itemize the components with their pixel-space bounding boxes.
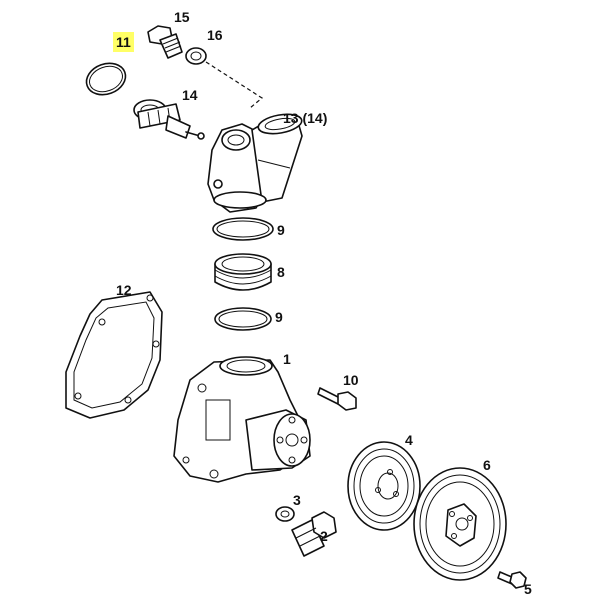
- callout-16: 16: [207, 27, 223, 43]
- part-12-gasket: [65, 291, 163, 419]
- callout-1: 1: [283, 351, 291, 367]
- callout-4: 4: [405, 432, 413, 448]
- part-15-plug-screw: [147, 25, 183, 59]
- part-13-thermostat-housing: [207, 113, 303, 213]
- part-11-o-ring: [85, 62, 127, 96]
- part-4-pulley: [347, 441, 421, 531]
- callout-10: 10: [343, 372, 359, 388]
- part-3-seal-ring: [275, 506, 295, 522]
- part-2-temperature-sender: [291, 511, 337, 557]
- callout-5: 5: [524, 581, 532, 597]
- callout-2: 2: [320, 528, 328, 544]
- callout-9-upper: 9: [277, 222, 285, 238]
- callout-14: 14: [182, 87, 198, 103]
- part-8-sleeve: [214, 253, 272, 291]
- part-6-vibration-damper: [413, 467, 507, 581]
- callout-3: 3: [293, 492, 301, 508]
- callout-9-lower: 9: [275, 309, 283, 325]
- part-9-lower-o-ring: [214, 307, 272, 331]
- part-10-bolt: [317, 387, 357, 411]
- part-9-upper-o-ring: [212, 217, 274, 241]
- part-16-washer: [185, 47, 207, 65]
- callout-8: 8: [277, 264, 285, 280]
- callout-11: 11: [113, 32, 134, 52]
- callout-11-highlight: 11: [113, 32, 134, 52]
- part-14-thermostat: [133, 99, 205, 140]
- part-1-water-pump: [173, 356, 311, 483]
- callout-15: 15: [174, 9, 190, 25]
- part-5-bolt: [497, 571, 527, 589]
- callout-12: 12: [116, 282, 132, 298]
- leader-dashed: [205, 61, 264, 109]
- callout-13: 13 (14): [283, 110, 328, 126]
- callout-6: 6: [483, 457, 491, 473]
